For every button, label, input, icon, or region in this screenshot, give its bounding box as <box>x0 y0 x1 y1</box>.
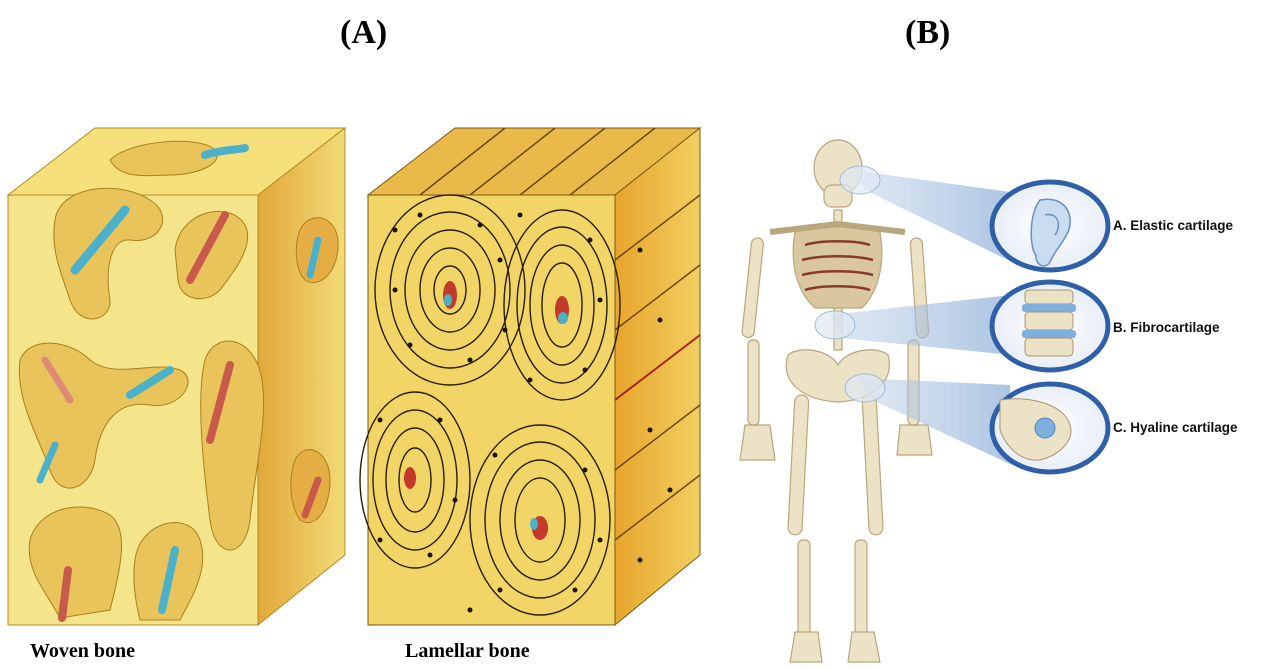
highlight-spine <box>815 311 855 339</box>
haversian-canal <box>530 518 538 530</box>
right-femur <box>862 395 883 536</box>
left-hand <box>740 425 775 460</box>
haversian-canal <box>404 467 416 489</box>
left-forearm <box>748 340 759 425</box>
haversian-canal <box>558 312 568 324</box>
haversian-canal <box>444 294 452 306</box>
left-femur <box>788 395 809 536</box>
highlight-ear <box>840 166 880 194</box>
label-hyaline-cartilage: C. Hyaline cartilage <box>1113 420 1238 435</box>
caption-lamellar-bone: Lamellar bone <box>405 640 530 663</box>
right-foot <box>848 632 880 662</box>
highlight-hip <box>845 374 885 402</box>
disc <box>1022 304 1076 312</box>
lamellar-side-face <box>615 128 700 625</box>
callout-elastic-cartilage <box>992 182 1108 270</box>
callout-hyaline-cartilage <box>992 384 1108 472</box>
left-humerus <box>742 237 764 338</box>
vertebra <box>1025 290 1073 304</box>
caption-woven-bone: Woven bone <box>30 640 135 663</box>
rib-cage <box>793 227 882 308</box>
left-foot <box>790 632 822 662</box>
label-fibrocartilage: B. Fibrocartilage <box>1113 320 1220 335</box>
label-elastic-cartilage: A. Elastic cartilage <box>1113 218 1234 233</box>
vertebra <box>1025 338 1073 356</box>
lamellar-front-face <box>368 195 615 625</box>
lamellar-bone-illustration <box>360 128 700 625</box>
vertebra <box>1025 312 1073 330</box>
woven-side-face <box>258 128 345 625</box>
callout-fibrocartilage <box>992 282 1108 370</box>
right-hand <box>897 425 932 455</box>
woven-bone-illustration <box>8 128 345 625</box>
left-tibia <box>798 540 810 635</box>
right-tibia <box>855 540 867 635</box>
disc <box>1022 330 1076 338</box>
